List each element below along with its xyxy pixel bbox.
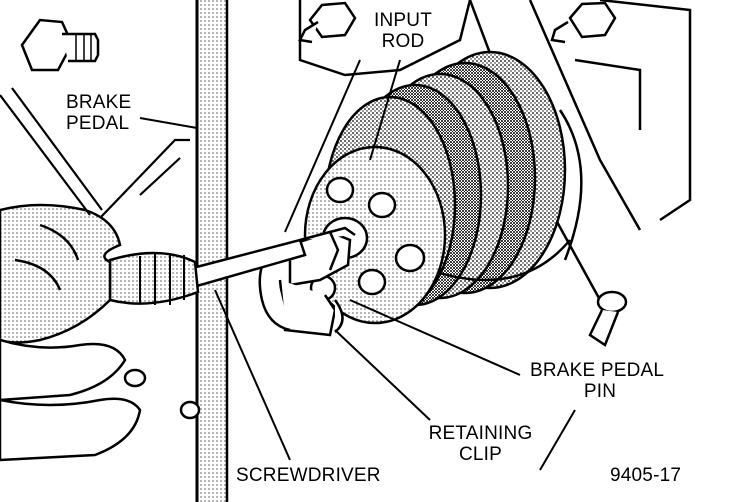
hand xyxy=(0,203,201,462)
retaining-clip-label-line1: RETAINING xyxy=(428,423,533,444)
brake-pedal-lever xyxy=(0,87,190,219)
figure-number: 9405-17 xyxy=(610,465,682,486)
bolt-top-left xyxy=(20,18,100,72)
brake-pedal-pin-label-line1: BRAKE PEDAL xyxy=(530,360,665,381)
input-rod-label-line2: ROD xyxy=(381,31,425,52)
brake-pedal-label: BRAKE PEDAL xyxy=(66,92,131,134)
brake-pedal-label-line1: BRAKE xyxy=(66,92,132,113)
brake-pedal-label-line2: PEDAL xyxy=(66,113,130,134)
brake-pedal-pin-label-line2: PIN xyxy=(583,381,617,402)
retaining-clip-label-line2: CLIP xyxy=(458,444,503,465)
retaining-clip xyxy=(258,249,344,337)
screwdriver xyxy=(108,238,307,305)
input-rod-label-line1: INPUT xyxy=(374,10,432,31)
bolt-top-center xyxy=(298,1,357,44)
retaining-clip-label: RETAINING CLIP xyxy=(418,423,543,465)
input-rod-label: INPUT ROD xyxy=(368,10,438,52)
leader-lines xyxy=(139,59,576,471)
input-rod-clevis xyxy=(288,226,356,287)
bolt-top-right xyxy=(550,1,617,44)
bolt-lower-right xyxy=(588,290,628,347)
brake-pedal-arm xyxy=(195,0,229,502)
screwdriver-label: SCREWDRIVER xyxy=(236,465,381,486)
brake-pedal-pin-label: BRAKE PEDAL PIN xyxy=(530,360,670,402)
